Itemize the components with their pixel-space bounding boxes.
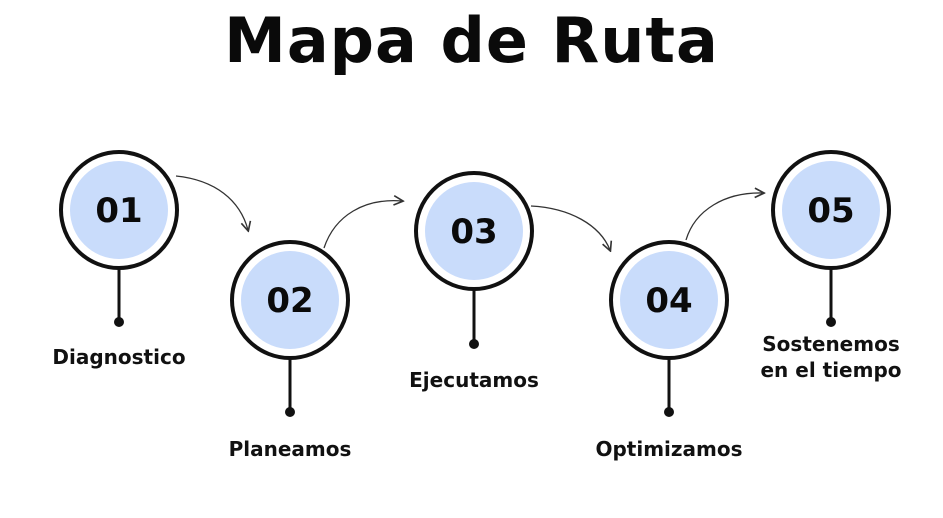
step-01-number: 01 xyxy=(95,191,142,231)
step-02-circle xyxy=(241,251,339,349)
step-04-number: 04 xyxy=(645,281,692,321)
step-05-circle xyxy=(782,161,880,259)
step-04-dot xyxy=(664,407,674,417)
step-02-number: 02 xyxy=(266,281,313,321)
step-05-number: 05 xyxy=(807,191,854,231)
step-01-label: Diagnostico xyxy=(52,345,185,369)
step-03-dot xyxy=(469,339,479,349)
step-01-circle xyxy=(70,161,168,259)
step-01-dot xyxy=(114,317,124,327)
step-05-label: en el tiempo xyxy=(760,358,901,382)
step-05-label: Sostenemos xyxy=(762,332,899,356)
step-03-number: 03 xyxy=(450,212,497,252)
arrow-04-05 xyxy=(685,193,763,241)
step-04-label: Optimizamos xyxy=(595,437,742,461)
arrow-02-03 xyxy=(323,201,402,249)
step-03-circle xyxy=(425,182,523,280)
step-04-circle xyxy=(620,251,718,349)
step-03-label: Ejecutamos xyxy=(409,368,539,392)
page-title: Mapa de Ruta xyxy=(224,4,719,77)
arrow-01-02 xyxy=(175,175,248,230)
arrow-03-04 xyxy=(530,205,610,250)
step-02-dot xyxy=(285,407,295,417)
step-02-label: Planeamos xyxy=(229,437,352,461)
step-05-dot xyxy=(826,317,836,327)
